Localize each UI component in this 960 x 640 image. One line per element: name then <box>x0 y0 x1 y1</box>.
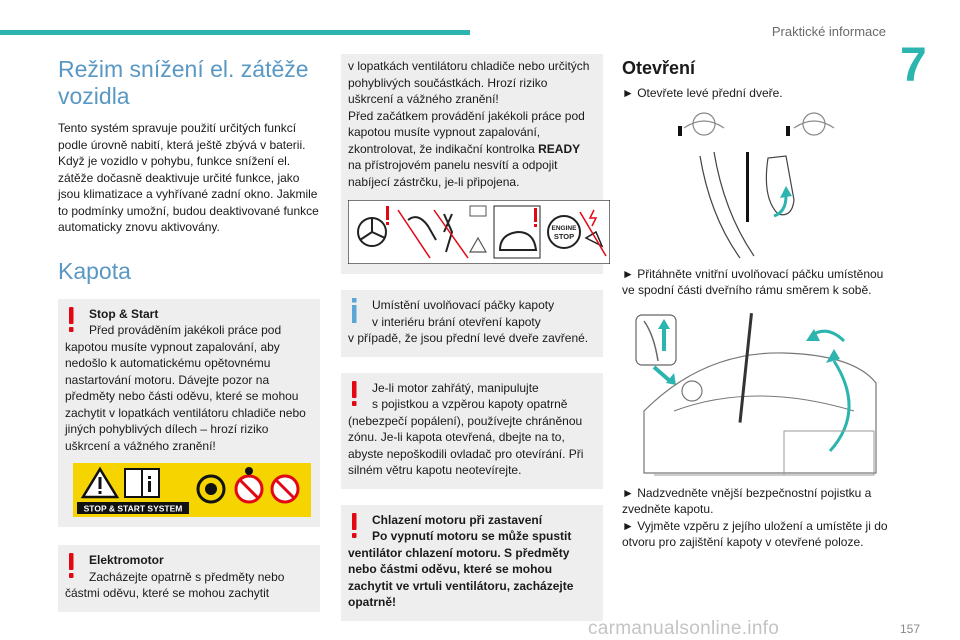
cooling-fan-line2: Po vypnutí motoru se může spustit <box>372 529 572 543</box>
cooling-fan-text: ventilátor chlazení motoru. S předměty n… <box>348 545 574 610</box>
door-lever-illustration <box>670 111 850 262</box>
fan-warning-text: v lopatkách ventilátoru chladiče nebo ur… <box>348 59 590 106</box>
caution-icon <box>468 236 488 253</box>
info-icon <box>352 298 357 323</box>
hood-catch-graphic <box>635 312 877 475</box>
electric-motor-line1: Zacházejte opatrně s předměty nebo <box>89 569 285 584</box>
hot-engine-line1: Je-li motor zahřátý, manipulujte <box>372 380 539 395</box>
step-position-rod: ► Vyjměte vzpěru z jejího uložení a umís… <box>622 518 888 550</box>
warning-exclamation-icon <box>69 553 74 578</box>
car-front-outline <box>643 351 877 474</box>
header-title: Praktické informace <box>771 24 886 39</box>
hot-engine-text: (nebezpečí popálení), používejte chráněn… <box>348 413 584 478</box>
column-1: Režim snížení el. zátěže vozidla Tento s… <box>58 52 320 612</box>
load-reduction-heading: Režim snížení el. zátěže vozidla <box>58 56 309 109</box>
hand-icon <box>407 216 437 241</box>
warning-exclamation-icon <box>352 512 357 538</box>
opening-heading: Otevření <box>622 58 696 78</box>
ignition-text-after: na přístrojovém panelu nesvítí a odpojit… <box>348 158 558 189</box>
hood-prop-rod <box>738 312 753 423</box>
stop-start-label-image: STOP & START SYSTEM <box>73 463 311 517</box>
header-accent-bar <box>0 30 470 35</box>
step-open-door: ► Otevřete levé přední dveře. <box>622 86 783 100</box>
stop-start-text: kapotou musíte vypnout zapalování, aby n… <box>65 339 306 453</box>
warning-exclamation-icon <box>352 380 357 406</box>
steering-wheel-right-icon <box>802 111 826 136</box>
cooling-fan-title: Chlazení motoru při zastavení <box>372 512 543 527</box>
chapter-number: 7 <box>900 39 927 92</box>
release-lever-info: Umístění uvolňovací páčky kapoty v inter… <box>341 290 603 357</box>
column-3: Otevření ► Otevřete levé přední dveře. ►… <box>622 58 890 551</box>
hood-heading: Kapota <box>58 257 131 284</box>
info-line1: Umístění uvolňovací páčky kapoty <box>372 298 555 312</box>
steering-wheel-left-icon <box>683 119 725 128</box>
engine-label: ENGINE <box>552 225 578 232</box>
fan-warning-continued: v lopatkách ventilátoru chladiče nebo ur… <box>341 54 611 274</box>
column-2: v lopatkách ventilátoru chladiče nebo ur… <box>341 54 611 621</box>
stop-start-title: Stop & Start <box>89 306 159 321</box>
electric-motor-title: Elektromotor <box>89 553 164 567</box>
electric-motor-warning: Elektromotor Zacházejte opatrně s předmě… <box>58 545 320 612</box>
manual-icon <box>469 205 487 217</box>
brand-logo <box>681 379 703 402</box>
ready-word: READY <box>538 141 581 156</box>
step-lift-hood: ► Nadzvedněte vnější bezpečnostní pojist… <box>622 485 872 517</box>
stop-start-label-graphic: STOP & START SYSTEM <box>77 466 300 514</box>
ignition-text-before: Před začátkem provádění jakékoli práce p… <box>348 108 585 156</box>
hot-engine-warning: Je-li motor zahřátý, manipulujte s pojis… <box>341 372 603 489</box>
safety-catch-detail <box>635 313 677 366</box>
hazard-pictograms-graphic: ENGINE STOP <box>347 199 611 265</box>
info-text: v případě, že jsou přední levé dveře zav… <box>348 331 589 345</box>
hot-engine-line2: s pojistkou a vzpěrou kapoty opatrně <box>372 397 568 411</box>
page-number: 157 <box>899 622 920 636</box>
tie-icon <box>443 213 454 253</box>
hood-safety-catch-illustration <box>634 311 882 479</box>
release-lever-icon <box>765 154 795 215</box>
ignition-warning-text: Před začátkem provádění jakékoli práce p… <box>348 108 595 191</box>
electric-motor-text: částmi oděvu, které se mohou zachytit <box>65 586 270 600</box>
load-reduction-paragraph: Tento systém spravuje použití určitých f… <box>58 121 319 234</box>
info-line2: v interiéru brání otevření kapoty <box>372 314 541 329</box>
stop-start-warning: Stop & Start Před prováděním jakékoli pr… <box>58 298 320 527</box>
cooling-fan-warning: Chlazení motoru při zastavení Po vypnutí… <box>341 504 603 621</box>
stop-label: STOP <box>554 232 574 241</box>
door-lever-graphic <box>678 111 835 258</box>
hazard-pictograms: ENGINE STOP <box>347 199 611 265</box>
stop-start-label-text: STOP & START SYSTEM <box>84 504 183 514</box>
step-pull-lever: ► Přitáhněte vnitřní uvolňovací páčku um… <box>622 266 884 298</box>
stop-start-line1: Před prováděním jakékoli práce pod <box>89 323 282 337</box>
engine-stop-icon <box>547 215 581 249</box>
charging-plug-icon <box>584 230 604 248</box>
fan-belt-icon <box>196 474 226 504</box>
warning-exclamation-icon <box>69 306 74 332</box>
watermark: carmanualsonline.info <box>588 618 780 639</box>
